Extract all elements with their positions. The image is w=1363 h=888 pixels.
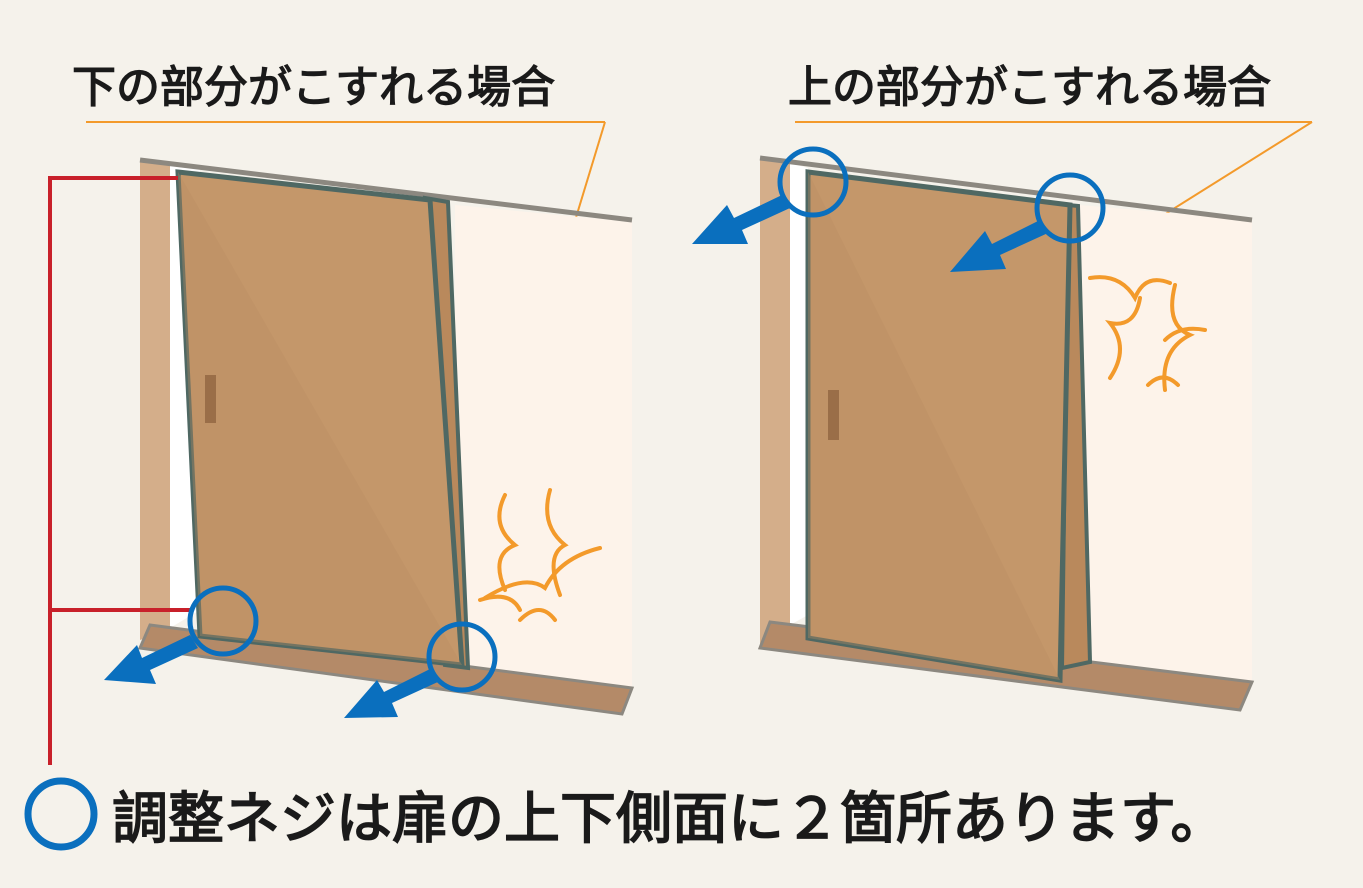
left-wall-panel	[455, 205, 632, 690]
right-panel-title: 上の部分がこすれる場合	[788, 62, 1271, 113]
left-scene: 下の部分がこすれる場合	[48, 62, 635, 765]
right-door-shade	[808, 172, 1060, 680]
screw-legend-circle-icon	[24, 777, 98, 851]
right-door-jamb	[760, 160, 790, 645]
right-screw-marker-1	[777, 146, 849, 218]
left-rub-mark	[478, 488, 602, 622]
right-door	[805, 169, 1073, 683]
right-screw-marker-2	[1034, 172, 1106, 244]
left-top-frame	[139, 157, 633, 223]
left-arrow-1	[104, 635, 198, 684]
right-wall-panel	[1080, 205, 1252, 685]
left-arrow-2	[344, 668, 440, 718]
left-floor-rail	[137, 623, 635, 716]
right-scene: 上の部分がこすれる場合	[692, 62, 1313, 712]
left-screw-marker-2	[426, 621, 498, 693]
right-arrow-1	[692, 195, 790, 244]
left-door-shade	[178, 172, 462, 665]
left-screw-marker-1	[187, 585, 259, 657]
left-door	[175, 169, 465, 668]
left-door-handle	[205, 375, 216, 423]
left-panel-title: 下の部分がこすれる場合	[72, 62, 555, 113]
right-gap	[790, 163, 808, 625]
bracket-line	[48, 176, 178, 765]
left-door-jamb	[140, 160, 170, 640]
caption-text: 調整ネジは扉の上下側面に２箇所あります。	[112, 787, 1226, 852]
right-arrow-2	[950, 220, 1048, 272]
right-rub-mark	[1088, 275, 1207, 392]
right-door-handle	[828, 390, 839, 440]
